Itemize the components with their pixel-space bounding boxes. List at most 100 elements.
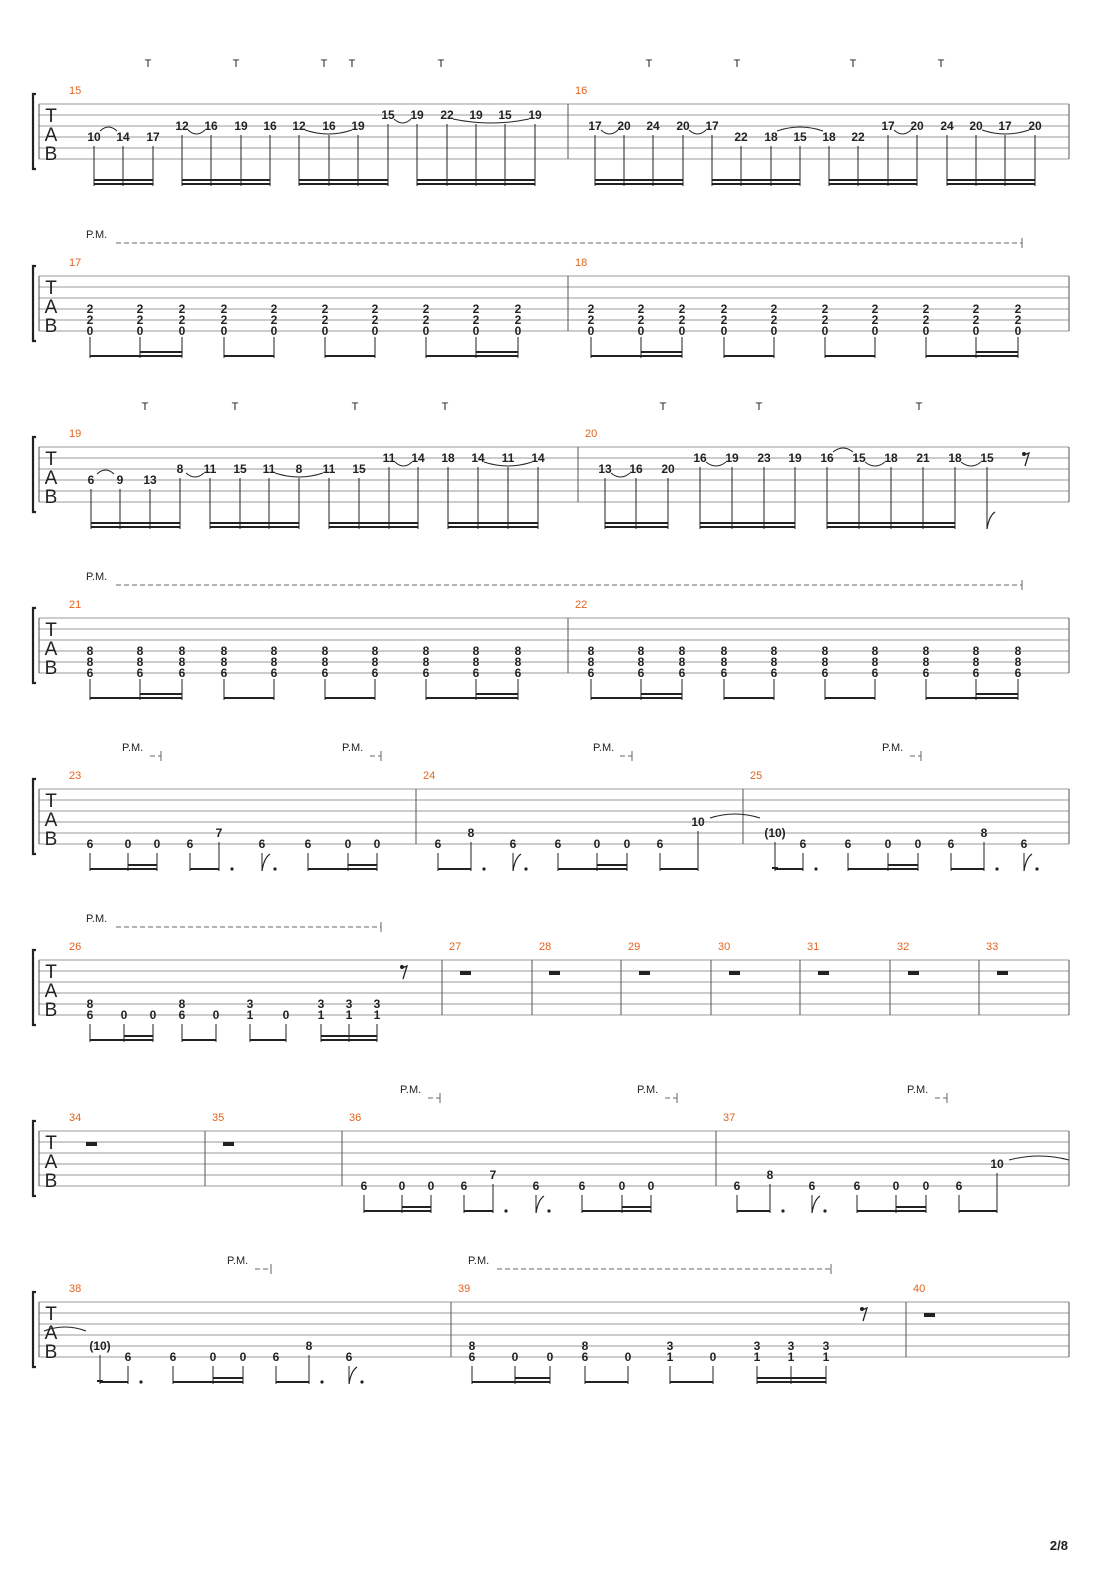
beam <box>140 355 182 357</box>
fret-number: 0 <box>638 324 645 338</box>
fret-number: 2 <box>1015 313 1022 327</box>
fret-number: 8 <box>322 655 329 669</box>
beam <box>976 351 1018 353</box>
fret-number: 2 <box>87 302 94 316</box>
beam <box>329 526 418 528</box>
beam <box>426 697 476 699</box>
note-flag <box>811 1195 821 1214</box>
fret-number: 8 <box>87 644 94 658</box>
fret-number: 8 <box>137 655 144 669</box>
beam <box>426 355 476 357</box>
beam <box>348 868 377 870</box>
fret-number: 0 <box>923 1179 930 1193</box>
fret-number: 0 <box>679 324 686 338</box>
fret-number: 13 <box>143 473 157 487</box>
dot <box>781 1209 785 1213</box>
beam <box>417 179 535 181</box>
tap-marker: T <box>660 401 667 413</box>
fret-number: 0 <box>648 1179 655 1193</box>
fret-number: 2 <box>822 313 829 327</box>
measure-number: 35 <box>212 1112 224 1124</box>
beam <box>210 526 299 528</box>
measure-number: 19 <box>69 428 81 440</box>
fret-number: 14 <box>531 451 545 465</box>
measure-number: 24 <box>423 770 435 782</box>
fret-number: 8 <box>679 644 686 658</box>
fret-number: 16 <box>204 119 218 133</box>
beam <box>94 179 153 181</box>
fret-number: 0 <box>721 324 728 338</box>
beam <box>402 1206 431 1208</box>
fret-number: 0 <box>710 1350 717 1364</box>
fret-number: 8 <box>872 644 879 658</box>
measure-number: 29 <box>628 941 640 953</box>
measure-number: 40 <box>913 1283 925 1295</box>
fret-number: 17 <box>881 119 895 133</box>
beam <box>827 522 955 524</box>
beam <box>829 179 917 181</box>
fret-number: 8 <box>372 655 379 669</box>
beam <box>857 1210 896 1212</box>
beam <box>775 868 803 870</box>
fret-number: 6 <box>533 1179 540 1193</box>
fret-number: 7 <box>216 826 223 840</box>
slur <box>960 461 982 467</box>
fret-number: 0 <box>154 837 161 851</box>
dot <box>230 867 234 871</box>
beam <box>947 179 1035 181</box>
beam <box>888 868 918 870</box>
beam <box>476 355 518 357</box>
beam <box>641 693 682 695</box>
beam <box>182 179 270 181</box>
fret-number: 1 <box>247 1008 254 1022</box>
fret-number: 6 <box>872 666 879 680</box>
fret-number: 1 <box>754 1350 761 1364</box>
beam <box>325 355 375 357</box>
fret-number: 8 <box>588 644 595 658</box>
beam <box>926 355 976 357</box>
fret-number: 2 <box>588 302 595 316</box>
fret-number: 6 <box>322 666 329 680</box>
measure-number: 22 <box>575 599 587 611</box>
fret-number: 8 <box>771 644 778 658</box>
slur <box>709 813 761 819</box>
fret-number: 2 <box>771 302 778 316</box>
fret-number: 6 <box>273 1350 280 1364</box>
fret-number: 8 <box>872 655 879 669</box>
fret-number: 6 <box>734 1179 741 1193</box>
fret-number: 8 <box>822 655 829 669</box>
fret-number: 11 <box>502 451 515 465</box>
fret-number: 17 <box>705 119 719 133</box>
tab-clef-letter: A <box>45 810 58 831</box>
fret-number: 2 <box>822 302 829 316</box>
beam <box>321 1039 377 1041</box>
fret-number: 0 <box>283 1008 290 1022</box>
fret-number: 6 <box>423 666 430 680</box>
beam <box>100 1381 128 1383</box>
fret-number: 22 <box>734 130 748 144</box>
fret-number: 10 <box>691 815 705 829</box>
fret-number: 1 <box>823 1350 830 1364</box>
fret-number: 16 <box>322 119 336 133</box>
beam <box>951 868 984 870</box>
fret-number: 3 <box>318 997 325 1011</box>
fret-number: 8 <box>473 644 480 658</box>
beam <box>364 1210 402 1212</box>
eighth-rest <box>401 964 409 980</box>
tab-clef-letter: B <box>45 1171 58 1192</box>
tab-clef-letter: T <box>45 1304 57 1325</box>
fret-number: 6 <box>346 1350 353 1364</box>
palm-mute-label: P.M. <box>637 1084 658 1096</box>
tap-marker: T <box>756 401 763 413</box>
fret-number: 8 <box>271 644 278 658</box>
fret-number: 20 <box>969 119 983 133</box>
fret-number: 7 <box>490 1168 497 1182</box>
fret-number: 0 <box>345 837 352 851</box>
beam <box>558 868 597 870</box>
fret-number: 6 <box>87 837 94 851</box>
fret-number: 0 <box>822 324 829 338</box>
tab-clef-letter: T <box>45 106 57 127</box>
tab-clef-letter: B <box>45 1000 58 1021</box>
fret-number: 2 <box>515 313 522 327</box>
